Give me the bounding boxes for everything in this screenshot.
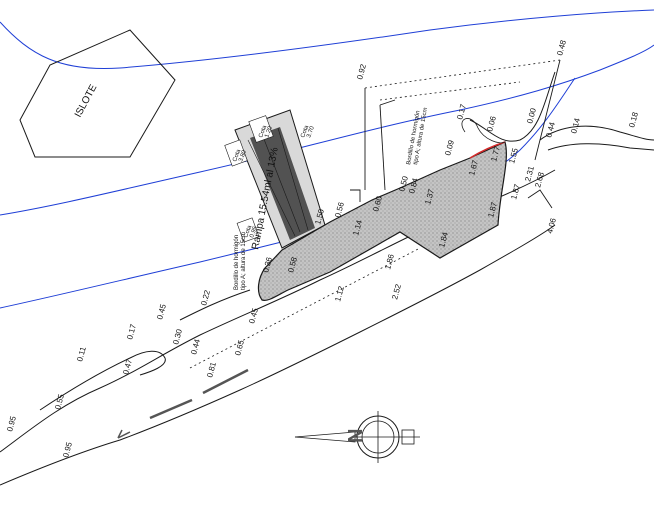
road-shoulder (469, 71, 556, 142)
islote-label: ISLOTE (73, 83, 100, 120)
road-shoulder (39, 350, 166, 411)
spot-elevation: 0.17 (125, 323, 138, 341)
spot-elevation: 0.09 (443, 139, 456, 157)
spot-elevation: 4.06 (545, 217, 558, 235)
spot-elevation: 1.86 (383, 253, 396, 271)
ramp-cota-box (248, 115, 274, 143)
spot-elevation: 1.55 (507, 147, 520, 165)
spot-elevation: 0.55 (53, 393, 66, 411)
ramp-cota-label: Cota (300, 124, 310, 139)
spot-elevation: 1.12 (333, 285, 346, 303)
spot-elevation: 1.84 (437, 231, 450, 249)
road-edges (0, 71, 654, 486)
contour-line (0, 9, 654, 70)
spot-elevation: 0.14 (569, 117, 582, 135)
spot-elevation: 1.87 (486, 201, 499, 219)
ramp: Cota 1.20 Cota 3.70 Cota 3.80 Cota 0.95 … (224, 109, 326, 251)
spot-elevation: 0.84 (407, 177, 420, 195)
islote-outline (19, 29, 176, 158)
spot-elevation: 0.48 (555, 39, 568, 57)
paved-platform (257, 141, 507, 301)
curb-lines (117, 368, 249, 439)
spot-elevations: 0.95 0.95 0.55 0.11 0.47 0.17 0.30 0.45 … (5, 39, 640, 459)
spot-elevation: 0.44 (189, 338, 202, 356)
guide-line (364, 59, 561, 89)
spot-elevation: 0.36 (261, 256, 274, 274)
ramp-stripe (247, 139, 296, 237)
spot-elevation: 0.00 (525, 107, 538, 125)
spot-elevation: 0.22 (199, 289, 212, 307)
curb-note: Bordillo de hormigón (234, 235, 240, 290)
spot-elevation: 2.31 (523, 165, 536, 183)
spot-elevation: 1.77 (489, 145, 502, 163)
spot-elevation: 1.87 (509, 183, 522, 201)
north-arrow: N (294, 411, 420, 463)
north-arrow-cap (401, 429, 415, 445)
ramp-cota-label: Cota (243, 224, 253, 239)
spot-elevation: 1.37 (423, 188, 436, 206)
parcel-edge (527, 189, 553, 209)
ramp-cota-box (224, 139, 248, 167)
ramp-cota-value: 3.70 (306, 125, 316, 139)
curb-segment (202, 368, 249, 395)
ramp-stripe (277, 127, 309, 231)
spot-elevation: 0.47 (121, 358, 134, 376)
road-shoulder (547, 143, 654, 151)
spot-elevation: 0.45 (155, 303, 168, 321)
curb-hook (461, 118, 506, 144)
spot-elevation: 1.14 (351, 219, 364, 237)
guide-line (189, 247, 421, 369)
spot-elevation: 0.30 (171, 328, 184, 346)
spot-elevation: 0.50 (397, 175, 410, 193)
ramp-cota-label: Cota (232, 148, 242, 163)
north-letter: N (345, 429, 367, 443)
spot-elevation: 0.11 (75, 345, 88, 362)
spot-elevation: 0.17 (455, 103, 468, 121)
spot-elevation: 0.60 (371, 195, 384, 213)
parcel-edge (350, 189, 361, 202)
spot-elevation: 2.52 (390, 283, 403, 301)
parcel-edge (534, 59, 561, 161)
ramp-cota-box (236, 217, 260, 243)
spot-elevation: 0.92 (355, 63, 368, 81)
parcel-edge (379, 104, 386, 191)
north-arrow-tip (294, 431, 356, 443)
ramp-cota-value: 0.95 (249, 225, 259, 239)
spot-elevation: 1.50 (313, 208, 326, 226)
road-shoulder (179, 289, 251, 321)
ramp-cota-value: 3.80 (238, 149, 248, 163)
spot-elevation: 2.68 (533, 171, 546, 189)
ramp-cota-label: Cota (258, 124, 268, 139)
spot-elevation: 0.95 (61, 441, 74, 459)
spot-elevation: 0.65 (233, 339, 246, 357)
spot-elevation: 0.58 (286, 256, 299, 274)
road-edge-inner (0, 224, 556, 486)
spot-elevation: 1.67 (467, 159, 480, 177)
spot-elevation: 0.18 (627, 111, 640, 129)
dimension-guides (189, 59, 561, 369)
guide-line (379, 81, 521, 101)
ramp-stripe (261, 133, 301, 233)
curb-segment (149, 398, 193, 420)
contour-line (0, 44, 654, 216)
curb-note: tipo A; altura de 15cm (241, 232, 247, 290)
spot-elevation: 0.06 (485, 115, 498, 133)
spot-elevation: 0.95 (5, 415, 18, 433)
curb-segment (117, 429, 131, 439)
spot-elevation: 0.81 (205, 361, 218, 379)
spot-elevation: 0.44 (544, 121, 557, 139)
ramp-shade (250, 127, 315, 240)
spot-elevation: 0.45 (247, 307, 260, 325)
parcel-edge (379, 99, 396, 106)
road-shoulder (539, 125, 654, 141)
ramp-cota-value: 1.20 (264, 125, 274, 139)
parcel-lines (350, 59, 561, 209)
spot-elevation: 0.56 (333, 201, 346, 219)
